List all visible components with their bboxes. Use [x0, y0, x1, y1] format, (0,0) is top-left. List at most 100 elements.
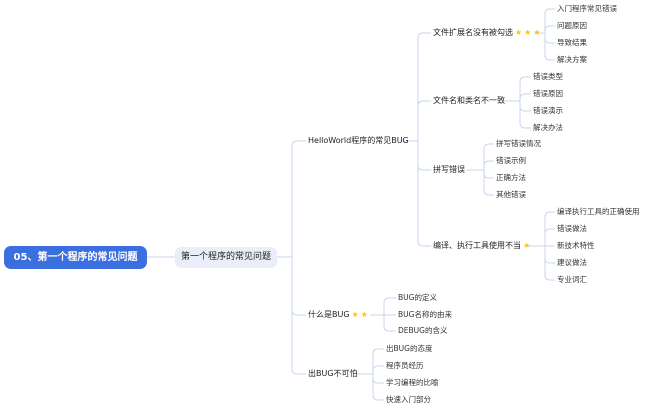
leaf-item[interactable]: 快速入门部分	[386, 394, 431, 406]
leaf-item-label: 问题原因	[557, 21, 587, 30]
leaf-item-label: 其他错误	[496, 190, 526, 199]
star-icon: ★	[351, 310, 359, 319]
branch-0-label: HelloWorld程序的常见BUG	[308, 136, 409, 145]
topic-2-label: 拼写错误	[433, 165, 465, 174]
star-icon: ★	[523, 241, 531, 250]
star-icon: ★	[515, 28, 523, 37]
connector-topic1-leaf-1	[519, 93, 531, 101]
leaf-item[interactable]: 拼写错误情况	[496, 138, 541, 150]
leaf-item[interactable]: 其他错误	[496, 189, 526, 201]
topic-3[interactable]: 编译、执行工具使用不当★	[433, 240, 530, 252]
leaf-item[interactable]: 出BUG的态度	[386, 343, 432, 355]
leaf-item[interactable]: 错误做法	[557, 223, 587, 235]
connector-topic0-leaf-1	[544, 25, 555, 33]
topic-0[interactable]: 文件扩展名没有被勾选★★★	[433, 27, 541, 39]
branch-1[interactable]: 什么是BUG★★	[308, 309, 368, 321]
connector-main-branch-0	[291, 140, 306, 257]
connector-branch2-leaf-3	[372, 374, 384, 401]
branch-0[interactable]: HelloWorld程序的常见BUG	[308, 135, 409, 147]
leaf-item[interactable]: 解决办法	[533, 122, 563, 134]
connector-branch2-leaf-1	[372, 365, 384, 374]
leaf-item-label: 学习编程的比喻	[386, 378, 439, 387]
leaf-item[interactable]: 错误演示	[533, 105, 563, 117]
connector-branch1-leaf-0	[383, 297, 396, 315]
connector-topic3-leaf-1	[544, 228, 555, 246]
topic-1[interactable]: 文件名和类名不一致	[433, 95, 505, 107]
leaf-item-label: 错误做法	[557, 224, 587, 233]
leaf-item-label: DEBUG的含义	[398, 326, 448, 335]
leaf-item[interactable]: 入门程序常见错误	[557, 3, 617, 15]
connector-branch2-leaf-0	[372, 348, 384, 374]
leaf-item[interactable]: 导致结果	[557, 37, 587, 49]
leaf-item[interactable]: 错误原因	[533, 88, 563, 100]
leaf-item-label: 建议做法	[557, 258, 587, 267]
leaf-item[interactable]: DEBUG的含义	[398, 325, 447, 337]
connector-branch1-leaf-2	[383, 315, 396, 332]
leaf-item-label: 错误类型	[533, 72, 563, 81]
leaf-item-label: BUG名称的由来	[398, 310, 452, 319]
connector-branch0-child-3	[417, 141, 431, 247]
leaf-item-label: 错误演示	[533, 106, 563, 115]
connector-branch0-child-2	[417, 141, 431, 171]
topic-2[interactable]: 拼写错误	[433, 164, 465, 176]
leaf-item[interactable]: 错误示例	[496, 155, 526, 167]
branch-2[interactable]: 出BUG不可怕	[308, 368, 358, 380]
leaf-item[interactable]: 正确方法	[496, 172, 526, 184]
leaf-item[interactable]: 解决方案	[557, 54, 587, 66]
leaf-item[interactable]: 新技术特性	[557, 240, 595, 252]
branch-2-label: 出BUG不可怕	[308, 369, 358, 378]
topic-1-label: 文件名和类名不一致	[433, 96, 505, 105]
leaf-item-label: 编译执行工具的正确使用	[557, 207, 640, 216]
connector-topic0-leaf-2	[544, 33, 555, 44]
leaf-item[interactable]: 专业词汇	[557, 274, 587, 286]
connector-topic2-leaf-0	[483, 143, 494, 170]
branch-1-label: 什么是BUG	[308, 310, 350, 319]
star-icon: ★	[360, 310, 368, 319]
leaf-item[interactable]: 建议做法	[557, 257, 587, 269]
leaf-item-label: 错误原因	[533, 89, 563, 98]
leaf-item[interactable]: 编译执行工具的正确使用	[557, 206, 640, 218]
leaf-item[interactable]: 学习编程的比喻	[386, 377, 439, 389]
leaf-item[interactable]: BUG的定义	[398, 292, 437, 304]
leaf-item-label: 专业词汇	[557, 275, 587, 284]
connector-main-branch-1	[291, 257, 306, 316]
connector-topic3-leaf-4	[544, 246, 555, 281]
leaf-item-label: BUG的定义	[398, 293, 437, 302]
connector-main-branch-2	[291, 257, 306, 375]
leaf-item-label: 解决方案	[557, 55, 587, 64]
connector-branch2-leaf-2	[372, 374, 384, 384]
connector-topic3-leaf-0	[544, 211, 555, 246]
connector-topic1-leaf-3	[519, 101, 531, 129]
leaf-item-label: 导致结果	[557, 38, 587, 47]
star-icon: ★	[524, 28, 532, 37]
leaf-item-label: 出BUG的态度	[386, 344, 433, 353]
connector-topic0-leaf-3	[544, 33, 555, 61]
connector-topic3-leaf-3	[544, 246, 555, 264]
root-topic[interactable]: 05、第一个程序的常见问题	[4, 246, 147, 269]
connector-topic1-leaf-0	[519, 76, 531, 101]
leaf-item-label: 错误示例	[496, 156, 526, 165]
leaf-item-label: 程序员经历	[386, 361, 424, 370]
leaf-item[interactable]: BUG名称的由来	[398, 309, 452, 321]
connector-topic2-leaf-2	[483, 170, 494, 179]
main-topic[interactable]: 第一个程序的常见问题	[175, 247, 277, 268]
leaf-item[interactable]: 问题原因	[557, 20, 587, 32]
leaf-item-label: 入门程序常见错误	[557, 4, 617, 13]
star-icon: ★	[533, 28, 541, 37]
connector-topic0-leaf-0	[544, 8, 555, 33]
leaf-item-label: 新技术特性	[557, 241, 595, 250]
topic-3-label: 编译、执行工具使用不当	[433, 241, 521, 250]
leaf-item[interactable]: 程序员经历	[386, 360, 424, 372]
connector-branch0-child-1	[417, 100, 431, 141]
connector-topic2-leaf-1	[483, 160, 494, 170]
leaf-item-label: 解决办法	[533, 123, 563, 132]
leaf-item[interactable]: 错误类型	[533, 71, 563, 83]
connector-branch0-child-0	[417, 32, 431, 141]
connector-topic1-leaf-2	[519, 101, 531, 112]
leaf-item-label: 正确方法	[496, 173, 526, 182]
leaf-item-label: 拼写错误情况	[496, 139, 541, 148]
topic-0-label: 文件扩展名没有被勾选	[433, 28, 513, 37]
connector-topic2-leaf-3	[483, 170, 494, 196]
leaf-item-label: 快速入门部分	[386, 395, 431, 404]
